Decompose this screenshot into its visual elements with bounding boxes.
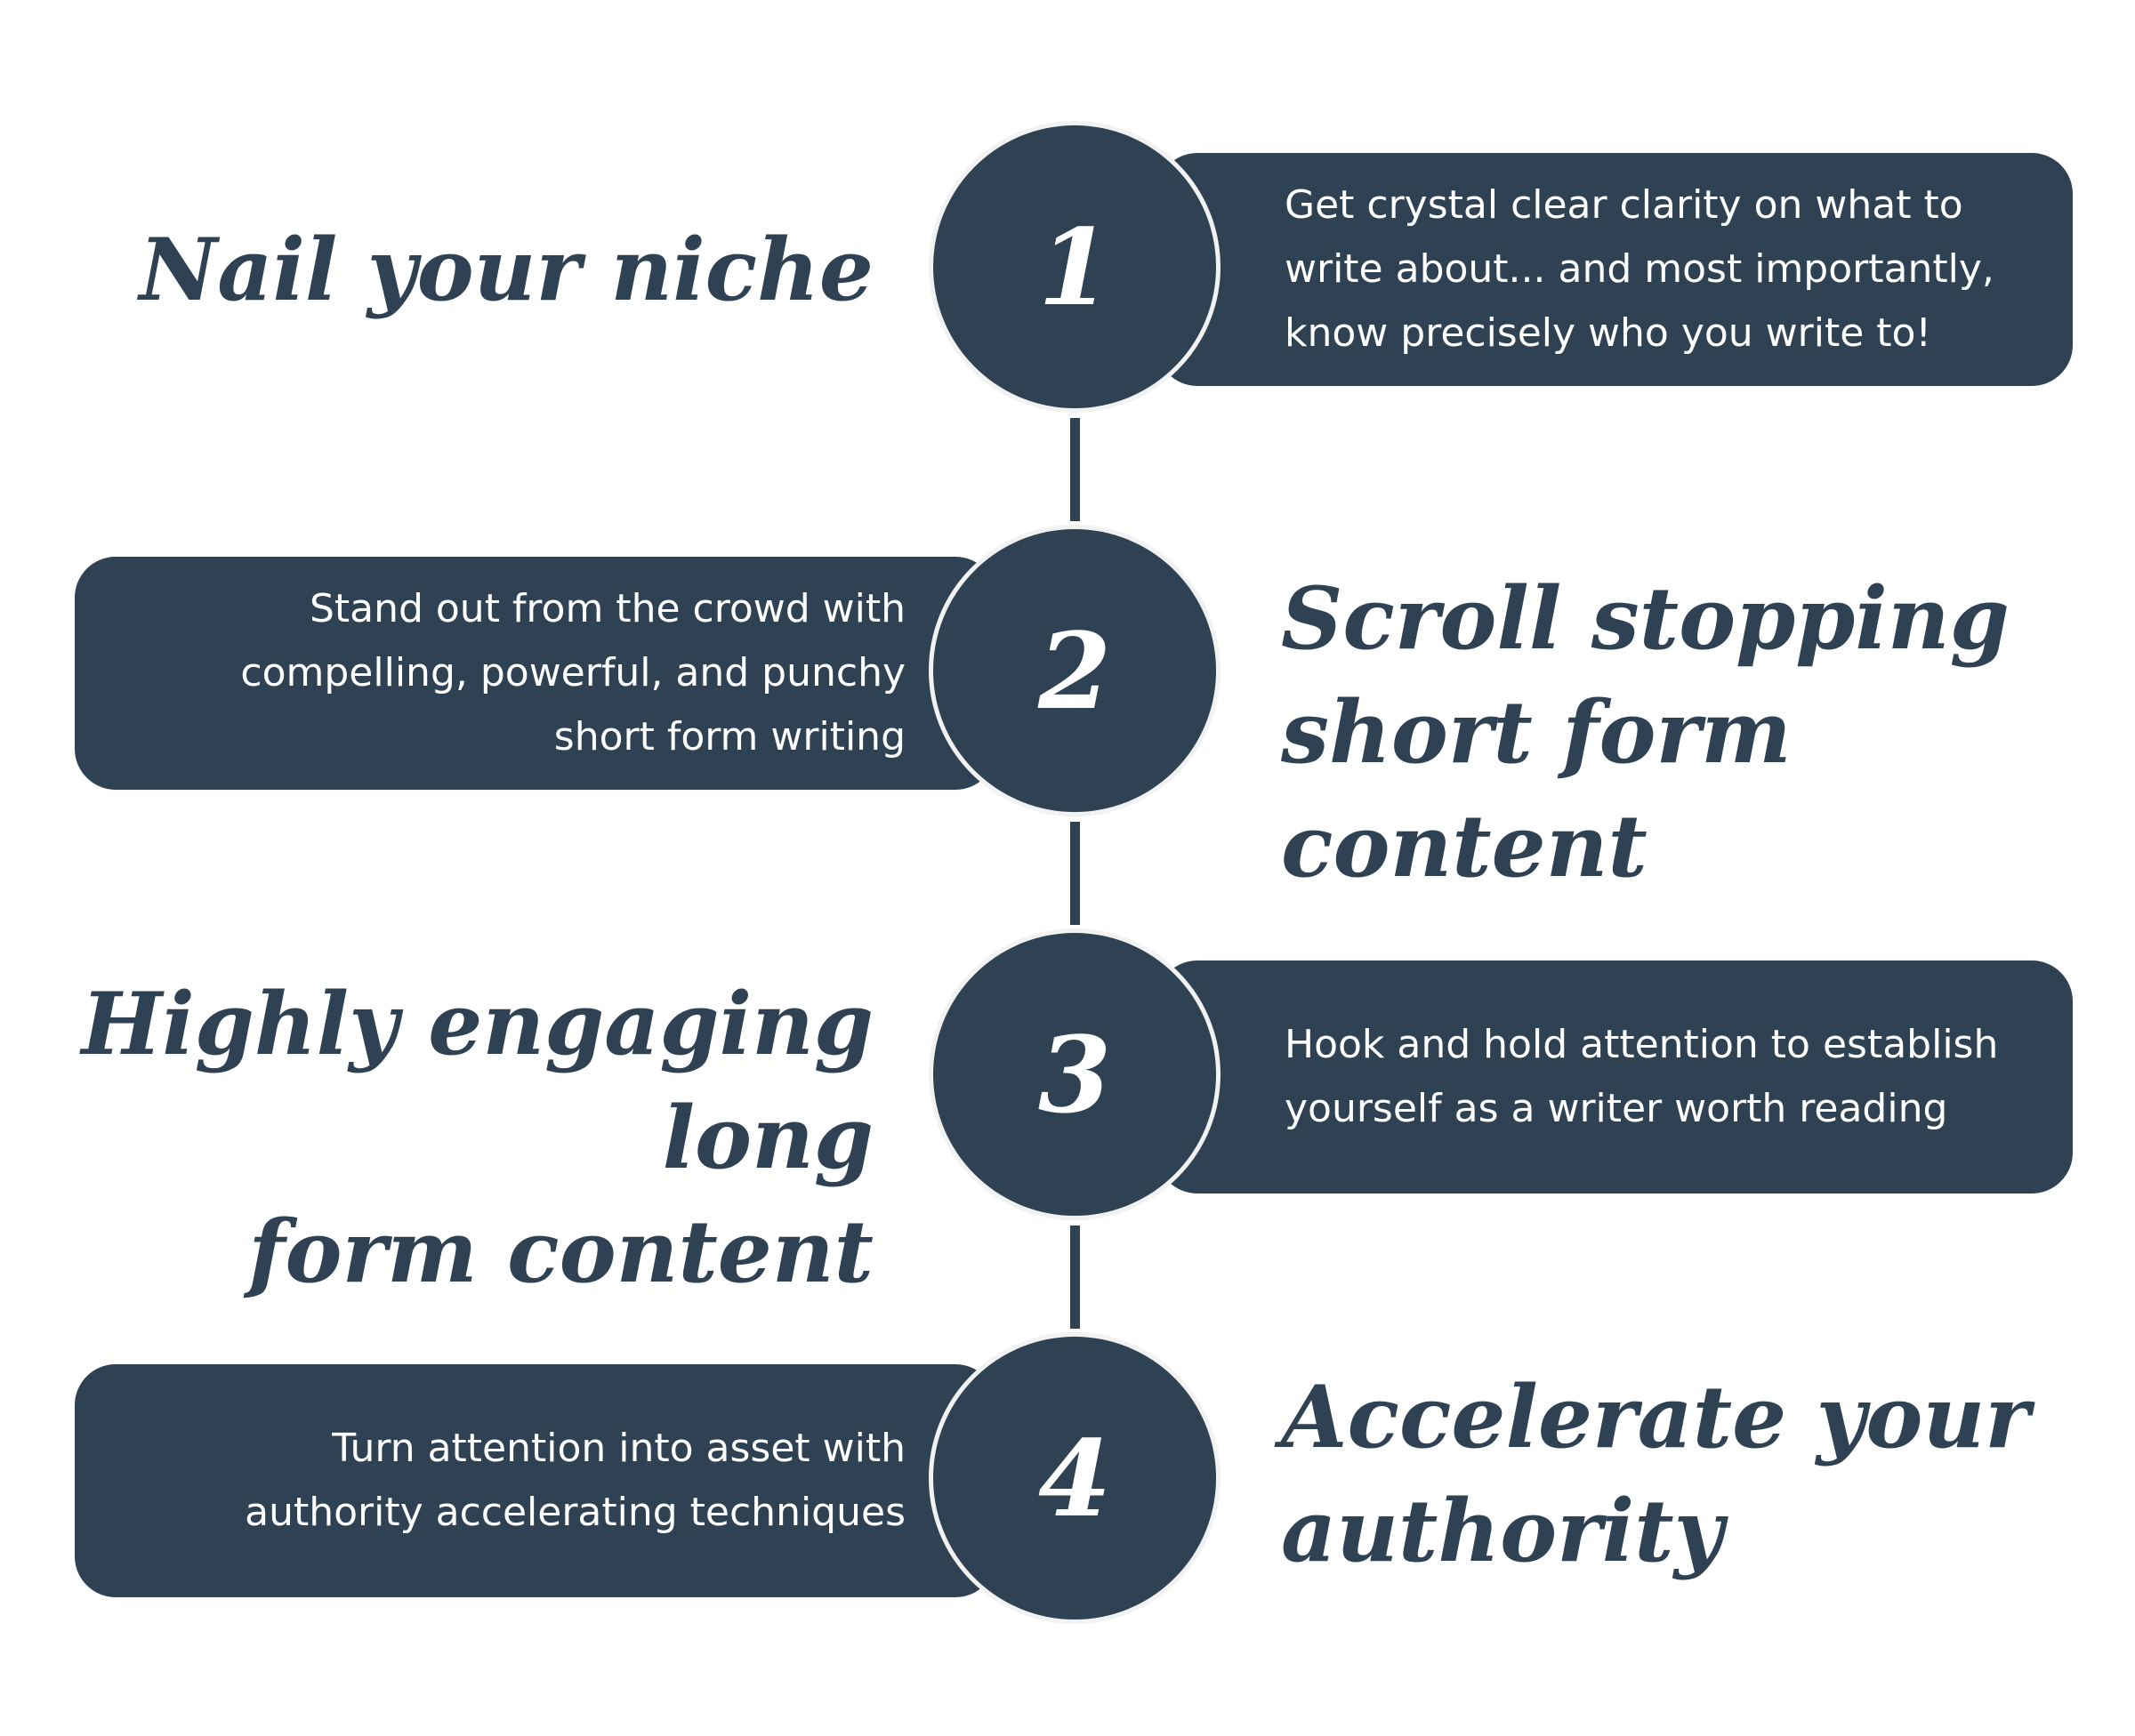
step-2-number-circle: 2 [929,525,1221,816]
step-2-description-card: Stand out from the crowd with compelling… [75,557,996,790]
step-1-description-card: Get crystal clear clarity on what to wri… [1156,153,2073,386]
step-2-heading: Scroll stopping short form content [1281,568,2010,896]
step-1-number-circle: 1 [929,121,1221,413]
step-3-description: Hook and hold attention to establish you… [1285,1022,1999,1131]
step-4-number-circle: 4 [929,1332,1221,1624]
connector-line-1-2 [1070,418,1080,521]
step-3-heading: Highly engaging long form content [81,974,874,1302]
connector-line-2-3 [1070,822,1080,925]
step-4-number: 4 [1037,1416,1112,1540]
step-4-heading: Accelerate your authority [1281,1367,2030,1581]
step-1-heading: Nail your niche [139,220,874,320]
step-1-number: 1 [1037,205,1112,329]
step-2-description: Stand out from the crowd with compelling… [240,586,906,760]
step-2-number: 2 [1037,608,1112,733]
step-3-number: 3 [1037,1012,1112,1137]
step-1-description: Get crystal clear clarity on what to wri… [1285,182,1994,356]
connector-line-3-4 [1070,1226,1080,1329]
step-3-number-circle: 3 [929,928,1221,1220]
step-4-description-card: Turn attention into asset with authority… [75,1364,996,1597]
step-3-description-card: Hook and hold attention to establish you… [1156,960,2073,1194]
step-4-description: Turn attention into asset with authority… [245,1426,906,1535]
